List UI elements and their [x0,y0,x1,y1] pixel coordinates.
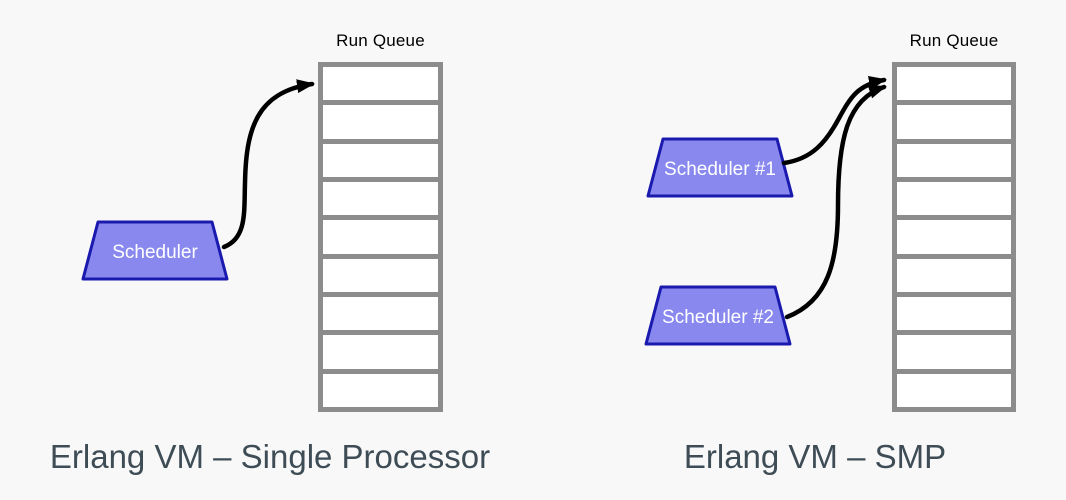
arrow-scheduler1-to-queue [781,75,887,166]
queue-cell [897,143,1011,177]
queue-cell [897,335,1011,369]
caption-left: Erlang VM – Single Processor [49,438,491,475]
queue-cell [897,373,1011,407]
queue-cell [323,296,438,331]
arrow-scheduler2-to-queue [784,84,887,320]
queue-cell [897,181,1011,216]
scheduler2-label: Scheduler #2 [662,307,774,328]
queue-cell [323,105,438,139]
run-queue-label-left: Run Queue [336,31,425,50]
trapezoid-shape [81,220,229,281]
queue-cell [897,67,1011,101]
caption-right: Erlang VM – SMP [683,438,947,475]
queue-cell [323,220,438,254]
scheduler2-trapezoid: Scheduler #2 [644,285,792,346]
queue-cell [897,296,1011,331]
queue-cell [323,143,438,177]
scheduler1-label: Scheduler #1 [664,159,776,180]
queue-cell [897,258,1011,292]
scheduler-trapezoid-left: Scheduler [81,220,229,281]
scheduler1-trapezoid: Scheduler #1 [646,137,794,198]
queue-cell [323,67,438,101]
queue-cell [323,181,438,216]
trapezoid-shape [644,285,792,346]
run-queue-right [892,62,1016,412]
queue-cell [323,258,438,292]
queue-cell [323,373,438,407]
arrow-scheduler-to-queue [221,79,315,250]
run-queue-label-right: Run Queue [909,31,999,50]
queue-cell [323,335,438,369]
queue-cell [897,105,1011,139]
scheduler-label: Scheduler [112,242,198,263]
queue-cell [897,220,1011,254]
run-queue-left [318,62,443,412]
